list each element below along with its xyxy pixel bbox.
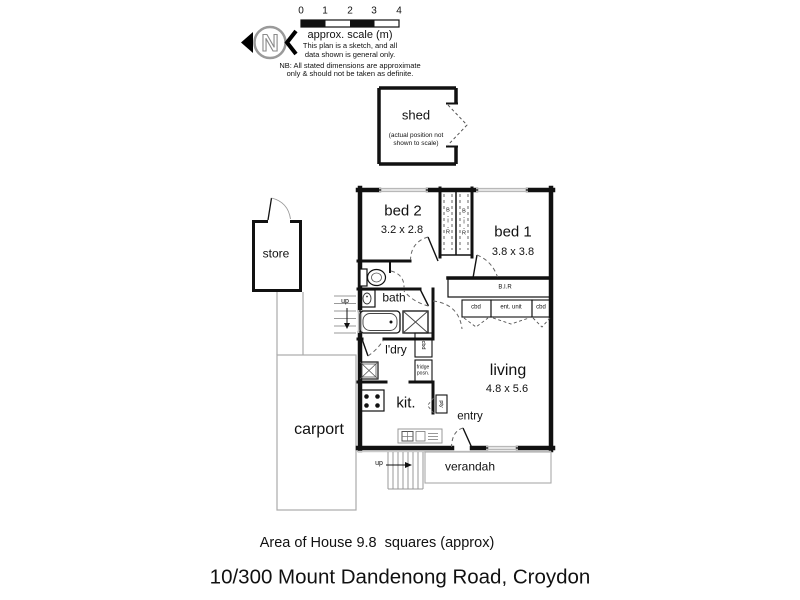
- store-door-arc: [271, 197, 291, 220]
- bath-label: bath: [382, 290, 406, 305]
- scale-tick-1: 1: [322, 5, 328, 17]
- up-side-label: up: [341, 298, 349, 306]
- nb-line-1: NB: All stated dimensions are approximat…: [279, 60, 421, 70]
- bir-right-label: B - I - R: [462, 208, 466, 237]
- shed-label: shed: [401, 107, 431, 123]
- bed1-label: bed 1: [494, 223, 532, 241]
- laundry-trough-icon: [359, 361, 379, 380]
- laundry-fixtures: [359, 332, 433, 383]
- pantry-box: [435, 394, 448, 414]
- bed2-dims: 3.2 x 2.8: [380, 223, 424, 236]
- toilet-icon: [359, 268, 387, 287]
- scale-tick-0: 0: [298, 5, 304, 17]
- kitchen-sink-icon: [397, 428, 443, 444]
- north-icon: N: [241, 25, 298, 60]
- living-label: living: [489, 362, 527, 380]
- scale-tick-2: 2: [347, 5, 353, 17]
- shed-note: (actual position not shown to scale): [388, 131, 444, 147]
- verandah-stairs: [387, 452, 424, 490]
- up-verandah-label: up: [375, 460, 383, 468]
- cbd-right-box: [531, 299, 552, 318]
- nb-line-2: only & should not be taken as definite.: [286, 68, 414, 78]
- pantry-label: pty: [438, 400, 445, 408]
- interior-walls: [356, 186, 553, 415]
- cbd-left-label: cbd: [471, 304, 481, 311]
- windows: [357, 187, 528, 451]
- living-dims: 4.8 x 5.6: [485, 382, 529, 395]
- bir-strip-label: B.I.R: [498, 284, 512, 291]
- laundry-label: l'dry: [385, 342, 407, 357]
- verandah-outline: [358, 450, 552, 490]
- bathtub-icon: [359, 310, 401, 334]
- carport-outline: [276, 292, 357, 511]
- store-outline: [252, 197, 302, 292]
- north-letter: N: [261, 30, 278, 57]
- door-leaves: [361, 236, 478, 449]
- cooktop-icon: [359, 389, 385, 412]
- cupboard-door-swings: [463, 317, 551, 328]
- bir-strip-box: [447, 278, 552, 298]
- fridge-label: fridge posn.: [416, 364, 430, 376]
- shed-doors: [447, 104, 468, 146]
- store-door-leaf: [267, 197, 273, 221]
- scale-tick-3: 3: [371, 5, 377, 17]
- bir-left-label: B - I - R: [446, 207, 450, 236]
- shed-outline: [377, 86, 468, 166]
- bed2-label: bed 2: [384, 202, 422, 220]
- built-in-robes: [443, 194, 552, 328]
- verandah-label: verandah: [444, 459, 496, 474]
- side-stairs: [334, 295, 356, 334]
- store-label: store: [262, 246, 290, 261]
- scale-tick-4: 4: [396, 5, 402, 17]
- disclaimer-line-1: This plan is a sketch, and all: [302, 40, 398, 50]
- laundry-cbd-label: cbd: [420, 340, 427, 350]
- scale-caption: approx. scale (m): [307, 28, 393, 41]
- area-text: Area of House 9.8 squares (approx): [259, 534, 495, 551]
- entry-label: entry: [457, 410, 483, 423]
- fridge-position-box: [414, 359, 433, 383]
- doors: [361, 236, 498, 449]
- ent-unit-label: ent. unit: [500, 304, 522, 311]
- bed1-dims: 3.8 x 3.8: [491, 245, 535, 258]
- kitchen-fixtures: [359, 389, 448, 444]
- shower-icon: [402, 310, 429, 334]
- kitchen-label: kit.: [396, 394, 416, 412]
- cbd-right-label: cbd: [536, 304, 546, 311]
- vanity-icon: [358, 289, 376, 308]
- address-text: 10/300 Mount Dandenong Road, Croydon: [209, 565, 591, 589]
- door-swing-arcs: [367, 236, 498, 448]
- disclaimer-line-2: data shown is general only.: [304, 49, 396, 59]
- carport-label: carport: [294, 421, 344, 439]
- laundry-cbd-box: [414, 332, 433, 358]
- scale-bar: [300, 19, 400, 28]
